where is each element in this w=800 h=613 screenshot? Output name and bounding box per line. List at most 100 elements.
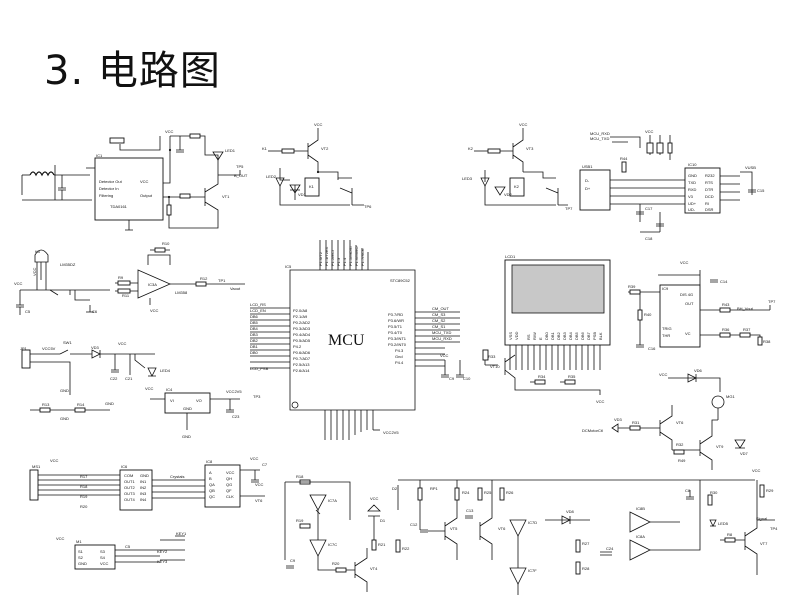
svg-text:VCC: VCC [165,129,174,134]
opamp-triangle [137,269,171,299]
svg-text:OUT2: OUT2 [124,485,135,490]
svg-text:IN2: IN2 [140,485,147,490]
svg-text:VCC: VCC [659,372,668,377]
svg-text:VD1: VD1 [298,192,307,197]
svg-text:TRIG: TRIG [662,326,672,331]
ic1-part: TDA0161 [110,204,128,209]
ic1-label: IC1 [96,153,103,158]
svg-text:VD3: VD3 [91,345,100,350]
svg-text:OUT3: OUT3 [124,491,135,496]
svg-text:VI: VI [170,398,174,403]
svg-text:DB5: DB5 [574,331,579,340]
svg-text:RXD: RXD [688,187,697,192]
svg-text:D2: D2 [392,486,398,491]
svg-text:TP3: TP3 [253,394,261,399]
svg-text:C9: C9 [449,376,455,381]
svg-text:P1.6/MISO: P1.6/MISO [354,246,359,266]
svg-text:K2: K2 [514,184,520,189]
ic4-chip [164,392,211,414]
svg-text:VCC: VCC [100,561,109,566]
svg-text:DB2: DB2 [556,331,561,340]
svg-text:VCC: VCC [150,308,159,313]
svg-text:DB7: DB7 [586,331,591,340]
svg-text:VD6: VD6 [694,368,703,373]
svg-text:C5: C5 [125,544,131,549]
svg-text:IN3: IN3 [140,491,147,496]
svg-text:R24: R24 [462,490,470,495]
svg-text:QH: QH [226,476,232,481]
lcd-label: LCD1 [505,254,516,259]
svg-text:VCC: VCC [314,122,323,127]
svg-text:S1: S1 [78,549,84,554]
svg-text:P0.2/AD2: P0.2/AD2 [293,320,311,325]
svg-text:P3.5/T1: P3.5/T1 [388,324,403,329]
svg-text:R10: R10 [162,241,170,246]
svg-text:IC8: IC8 [206,459,213,464]
svg-text:C15: C15 [757,188,765,193]
svg-text:V3: V3 [688,194,694,199]
svg-text:C17: C17 [645,206,653,211]
svg-text:LCD_RS: LCD_RS [250,302,266,307]
svg-text:KEY3: KEY3 [157,559,168,564]
svg-text:R43: R43 [722,302,730,307]
svg-text:UD-: UD- [688,207,696,212]
svg-text:IC8A: IC8A [636,534,645,539]
svg-text:GND: GND [78,561,87,566]
ultrasonic-block: VCC C14 IC9 DIS 4G TRIG THR VC OUT R39 R… [628,260,776,351]
svg-text:PSB: PSB [592,332,597,340]
svg-text:VD3: VD3 [614,417,623,422]
svg-text:P3.3/INT1: P3.3/INT1 [388,336,407,341]
svg-text:VSS: VSS [508,332,513,340]
svg-text:USB1: USB1 [582,164,593,169]
svg-text:P0.7/AD7: P0.7/AD7 [293,356,311,361]
svg-text:VCC2V5: VCC2V5 [226,389,242,394]
svg-text:VD7: VD7 [740,451,749,456]
page-title: 3. 电路图 [44,48,221,94]
svg-text:R26: R26 [506,490,514,495]
svg-text:DB6: DB6 [250,314,259,319]
svg-text:P0.4/AD4: P0.4/AD4 [293,332,311,337]
m1-chip [74,544,116,570]
svg-text:VCC: VCC [596,399,605,404]
motor-symbol [711,395,725,409]
keys-block: VCC M1 S1 S2 GND S3 S4 VCC C5 KEY1 KEY2 … [56,531,187,570]
svg-text:TP6: TP6 [364,204,372,209]
svg-text:R49: R49 [678,458,686,463]
mcu-chip [289,269,416,411]
svg-text:VCC: VCC [250,456,259,461]
svg-text:R30: R30 [710,490,718,495]
svg-text:P3.7/RD: P3.7/RD [388,312,403,317]
relay2-block: K2 VT3 VCC LED3 K2 VD2 TP7 [462,122,573,211]
svg-text:VCC: VCC [255,482,264,487]
svg-text:IC8B: IC8B [636,506,645,511]
svg-text:VD2: VD2 [504,192,513,197]
svg-text:LED3: LED3 [462,176,473,181]
mcu-title: MCU [328,332,365,349]
svg-text:IC6: IC6 [121,464,128,469]
svg-text:P0.5/AD5: P0.5/AD5 [293,338,311,343]
svg-text:R27: R27 [582,541,590,546]
svg-text:P0.3/AD3: P0.3/AD3 [293,326,311,331]
svg-text:P1.0/T2: P1.0/T2 [318,251,323,266]
svg-text:TP7: TP7 [565,206,573,211]
svg-text:P2.0/A8: P2.0/A8 [293,308,308,313]
svg-text:VCC: VCC [50,458,59,463]
usb-connector [579,169,611,211]
svg-text:R12: R12 [200,276,208,281]
svg-text:S3: S3 [100,549,106,554]
svg-text:IC7A: IC7A [328,498,337,503]
svg-text:S4: S4 [100,555,106,560]
svg-text:R39: R39 [628,284,636,289]
svg-text:VCC: VCC [118,341,127,346]
mcu-label: IC5 [285,264,292,269]
svg-text:C13: C13 [466,508,474,513]
mcu-part: STC89C52 [390,278,411,283]
svg-text:CLK: CLK [226,494,234,499]
svg-text:THR: THR [662,333,670,338]
svg-text:P4.2: P4.2 [293,344,302,349]
svg-text:VO: VO [196,398,202,403]
svg-text:B: B [209,476,212,481]
svg-text:VT6: VT6 [676,420,684,425]
svg-text:VDD: VDD [514,331,519,340]
svg-text:RP1: RP1 [430,486,439,491]
